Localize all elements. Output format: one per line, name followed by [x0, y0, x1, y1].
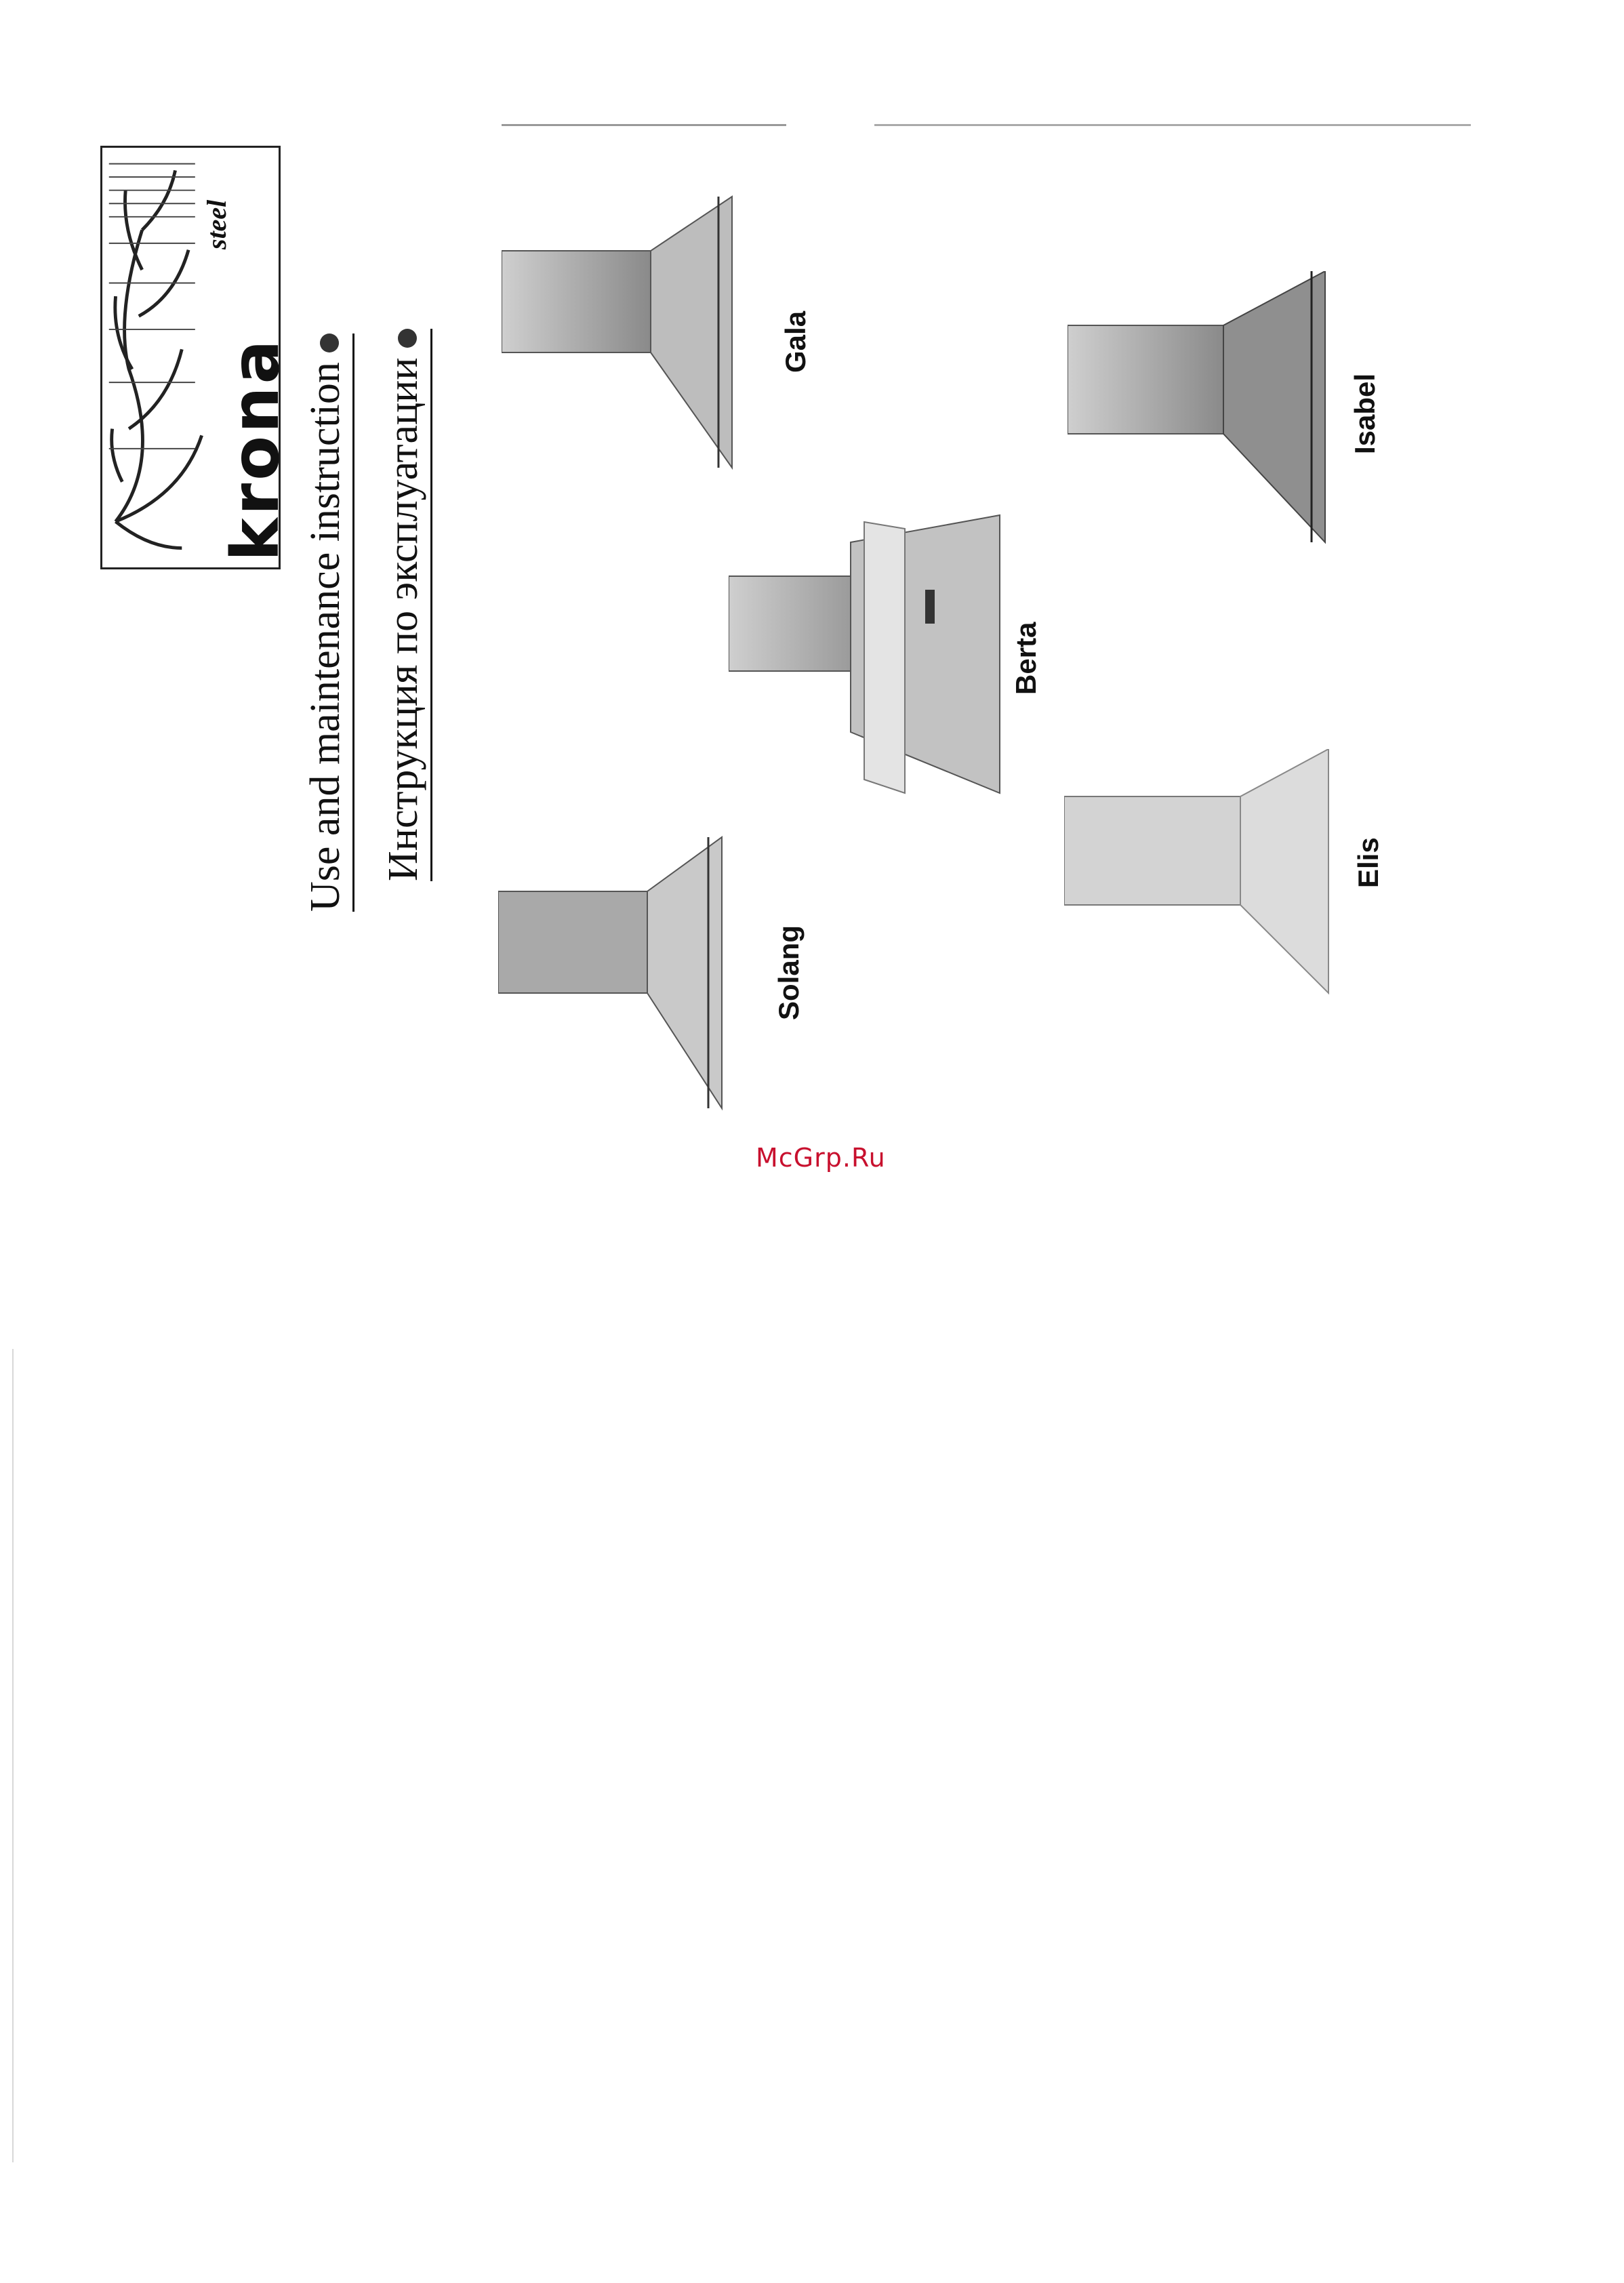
hood-label-berta: Berta [1010, 622, 1042, 695]
hood-label-elis: Elis [1352, 837, 1385, 888]
hood-solang-image [498, 830, 742, 1115]
scan-edge-line [12, 1349, 14, 2162]
scan-edge-line [874, 124, 1471, 126]
bullet-icon [398, 329, 417, 348]
hood-label-isabel: Isabel [1349, 373, 1381, 454]
hood-isabel-image [1068, 271, 1339, 549]
brand-wordmark: krona [218, 338, 293, 561]
hood-elis-image [1064, 749, 1335, 1000]
hood-label-gala: Gala [779, 311, 812, 373]
title-en: Use and maintenance instruction [302, 334, 354, 912]
brand-sub: steel [201, 200, 232, 249]
hood-label-solang: Solang [773, 925, 805, 1020]
bullet-icon [320, 334, 339, 352]
brand-logo: krona steel [100, 146, 281, 569]
hood-gala-image [502, 183, 746, 488]
hood-berta-image [729, 508, 1013, 800]
scan-edge-line [502, 124, 786, 126]
watermark: McGrp.Ru [756, 1143, 886, 1173]
title-ru: Инструкция по эксплуатации [380, 329, 432, 881]
